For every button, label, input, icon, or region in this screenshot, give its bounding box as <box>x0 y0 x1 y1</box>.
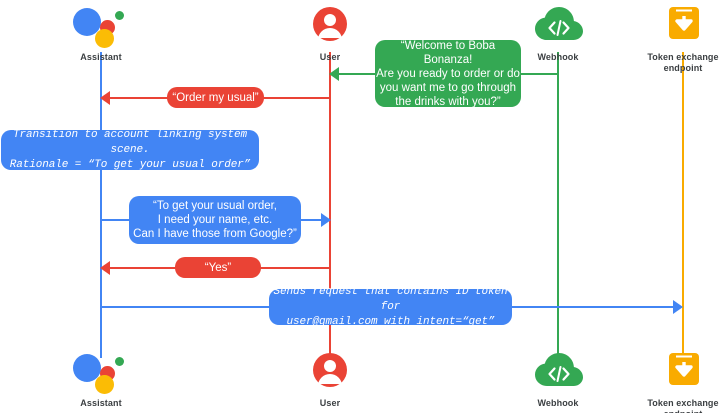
message-bubble-order-my-usual: “Order my usual” <box>167 87 264 108</box>
lifeline-user <box>329 52 331 358</box>
actor-user-bottom: User <box>270 350 390 409</box>
actor-label-webhook: Webhook <box>537 398 579 408</box>
download-box-icon <box>653 350 713 394</box>
arrow-head-yes <box>100 261 110 275</box>
lifeline-token-endpoint <box>682 52 684 358</box>
note-bubble-send-id-token: Sends request that contains ID token for… <box>269 286 512 328</box>
actor-label-token-endpoint: Token exchange endpoint <box>647 52 719 73</box>
actor-label-user: User <box>319 52 341 62</box>
arrow-head-ask-for-name <box>321 213 331 227</box>
actor-label-assistant: Assistant <box>80 398 122 408</box>
actor-label-webhook: Webhook <box>537 52 579 62</box>
arrow-head-send-id-token <box>673 300 683 314</box>
cloud-code-icon <box>528 4 588 48</box>
actor-webhook-top: Webhook <box>498 4 618 63</box>
google-assistant-icon <box>71 4 131 48</box>
message-bubble-welcome: “Welcome to Boba Bonanza! Are you ready … <box>375 39 521 108</box>
message-bubble-yes: “Yes” <box>175 257 261 278</box>
actor-label-token-endpoint: Token exchange endpoint <box>647 398 719 413</box>
actor-label-assistant: Assistant <box>80 52 122 62</box>
cloud-code-icon <box>528 350 588 394</box>
message-bubble-ask-for-name: “To get your usual order, I need your na… <box>129 196 301 244</box>
actor-assistant-top: Assistant <box>41 4 161 63</box>
user-avatar-icon <box>300 4 360 48</box>
note-bubble-transition: Transition to account linking system sce… <box>1 129 259 171</box>
actor-token-endpoint-bottom: Token exchange endpoint <box>623 350 725 413</box>
actor-token-endpoint-top: Token exchange endpoint <box>623 4 725 74</box>
actor-label-user: User <box>319 398 341 408</box>
arrow-head-order-my-usual <box>100 91 110 105</box>
arrow-head-welcome <box>329 67 339 81</box>
user-avatar-icon <box>300 350 360 394</box>
actor-assistant-bottom: Assistant <box>41 350 161 409</box>
download-box-icon <box>653 4 713 48</box>
google-assistant-icon <box>71 350 131 394</box>
lifeline-webhook <box>557 52 559 358</box>
actor-user-top: User <box>270 4 390 63</box>
lifeline-assistant <box>100 52 102 358</box>
actor-webhook-bottom: Webhook <box>498 350 618 409</box>
